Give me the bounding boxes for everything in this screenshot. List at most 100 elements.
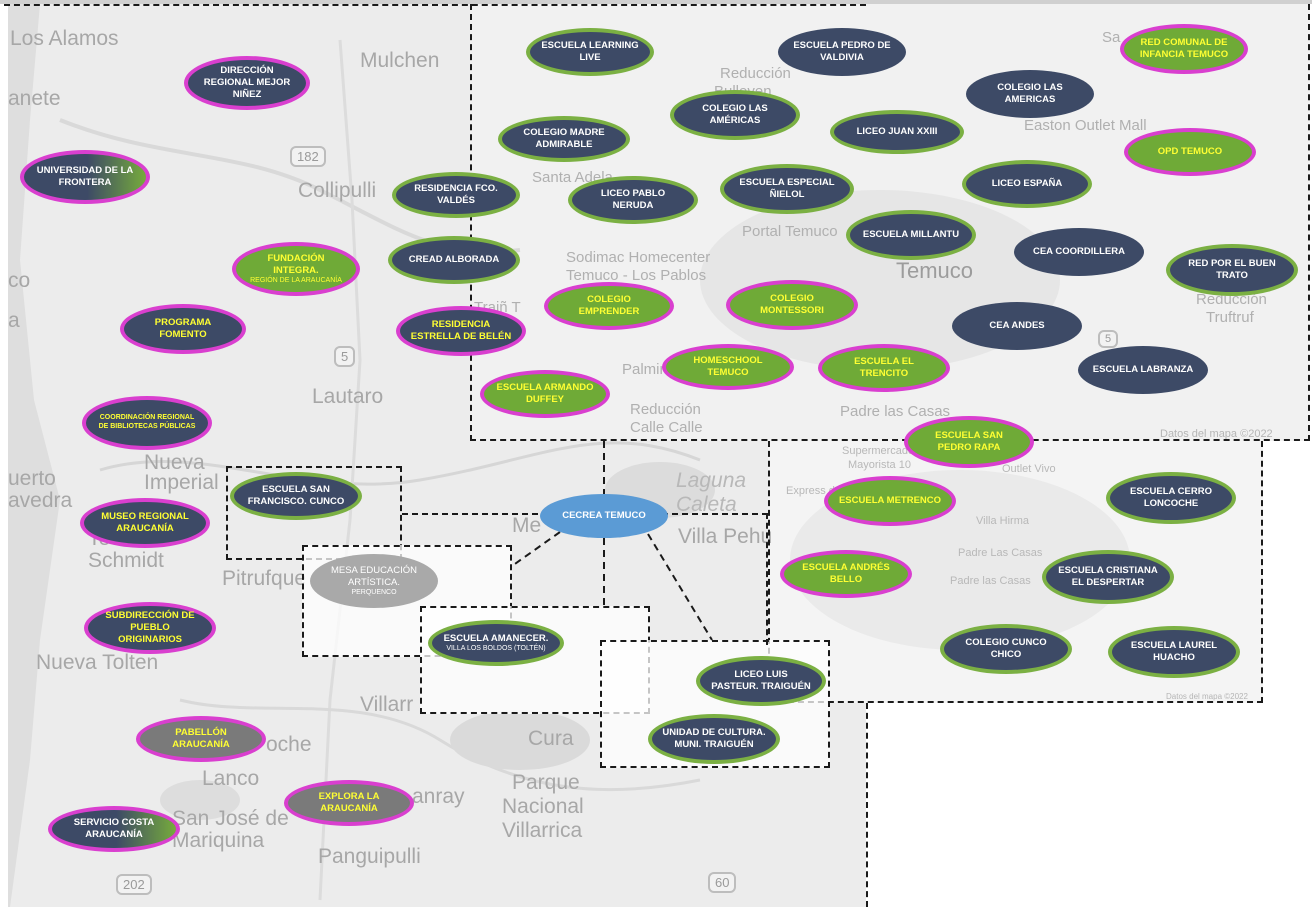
map-label: Padre Las Casas <box>958 547 1043 559</box>
padre-las-casas-zone <box>768 441 1263 703</box>
node-red-comunal-infancia[interactable]: Red comunal de infancia Temuco <box>1120 24 1248 74</box>
route-shield: 5 <box>1098 330 1119 348</box>
node-escuela-laurel-huacho[interactable]: Escuela laurel huacho <box>1108 626 1240 678</box>
map-attribution: Datos del mapa ©2022 <box>1166 692 1248 701</box>
node-colegio-americas-2[interactable]: Colegio las americas <box>966 70 1094 118</box>
map-label: oche <box>266 733 312 756</box>
node-escuela-san-francisco-cunco[interactable]: Escuela San Francisco. Cunco <box>230 472 362 520</box>
node-residencia-valdes[interactable]: Residencia Fco. Valdés <box>392 172 520 218</box>
map-label: Temuco <box>896 258 974 283</box>
node-liceo-juan-xxiii[interactable]: Liceo Juan XXIII <box>830 110 964 154</box>
node-colegio-americas[interactable]: Colegio las Américas <box>670 90 800 140</box>
map-label: Collipulli <box>298 179 377 202</box>
node-escuela-el-trencito[interactable]: Escuela el Trencito <box>818 344 950 392</box>
node-universidad-frontera[interactable]: Universidad de la frontera <box>20 150 150 204</box>
region-right-edge <box>866 703 868 907</box>
map-label: Temuco - Los Pablos <box>566 267 707 284</box>
node-direccion-regional[interactable]: Dirección regional mejor niñez <box>184 56 310 110</box>
map-label: Calle Calle <box>630 419 703 436</box>
node-cread-alborada[interactable]: Cread Alborada <box>388 236 520 284</box>
temuco-zone <box>470 4 1310 441</box>
node-escuela-cerro-loncoche[interactable]: Escuela Cerro Loncoche <box>1106 472 1236 524</box>
node-colegio-emprender[interactable]: Colegio emprender <box>544 282 674 330</box>
map-label: Lautaro <box>312 385 384 408</box>
node-colegio-montessori[interactable]: Colegio Montessori <box>726 280 858 330</box>
map-label: Nueva Tolten <box>36 651 159 674</box>
node-escuela-learning-live[interactable]: Escuela learning live <box>526 28 654 76</box>
map-label: Nueva <box>144 451 205 474</box>
map-label: Portal Temuco <box>742 223 838 240</box>
map-label: Me <box>512 514 542 537</box>
route-shield: 202 <box>116 874 152 895</box>
node-cea-coordillera[interactable]: CEA coordillera <box>1014 228 1144 276</box>
node-escuela-labranza[interactable]: Escuela labranza <box>1078 346 1208 394</box>
map-label: Padre las Casas <box>840 403 951 420</box>
map-label: Parque <box>512 771 580 794</box>
map-label: Pitrufque <box>222 567 307 590</box>
node-opd-temuco[interactable]: OPD Temuco <box>1124 128 1256 176</box>
node-fundacion-integra[interactable]: Fundación integra.Región de la Araucanía <box>232 242 360 296</box>
node-liceo-pablo-neruda[interactable]: Liceo Pablo Neruda <box>568 176 698 224</box>
map-label: Schmidt <box>88 549 164 572</box>
map-label: Panguipulli <box>318 845 421 868</box>
map-label: Lanco <box>202 767 260 790</box>
map-label: Padre las Casas <box>950 575 1031 587</box>
node-escuela-amanecer[interactable]: Escuela Amanecer.Villa Los Boldos (Tolté… <box>428 620 564 666</box>
map-label: uerto <box>8 467 56 490</box>
node-homeschool-temuco[interactable]: Homeschool Temuco <box>662 344 794 390</box>
map-label: Nacional <box>502 795 584 818</box>
map-label: co <box>8 269 31 292</box>
node-cea-andes[interactable]: CEA Andes <box>952 302 1082 350</box>
map-label: Mariquina <box>172 829 265 852</box>
node-museo-regional[interactable]: Museo regional Araucanía <box>80 498 210 548</box>
map-label: Los Alamos <box>10 27 119 50</box>
node-escuela-pedro-valdivia[interactable]: Escuela Pedro de Valdivia <box>778 28 906 76</box>
node-servicio-costa[interactable]: Servicio costa Araucanía <box>48 806 180 852</box>
map-label: Laguna <box>676 469 747 492</box>
node-escuela-millantu[interactable]: Escuela Millantu <box>846 210 976 260</box>
map-label: Mulchen <box>360 49 440 72</box>
node-escuela-san-pedro-rapa[interactable]: Escuela San Pedro Rapa <box>904 416 1034 468</box>
map-label: Villarrica <box>502 819 583 842</box>
node-liceo-luis-pasteur[interactable]: Liceo Luis Pasteur. Traiguén <box>696 656 826 706</box>
map-label: San José de <box>172 807 289 830</box>
map-label: avedra <box>8 489 73 512</box>
region-top-edge <box>4 4 866 907</box>
node-escuela-cristiana-despertar[interactable]: Escuela cristiana el despertar <box>1042 550 1174 604</box>
map-label: Easton Outlet Mall <box>1024 117 1147 134</box>
map-label: Sa <box>1102 29 1121 46</box>
route-shield: 60 <box>708 872 737 893</box>
map-label: Sodimac Homecenter <box>566 249 711 266</box>
map-label: Villarr <box>360 693 414 716</box>
node-mesa-educacion-artistica[interactable]: Mesa educación artística.Perquenco <box>310 554 438 608</box>
node-cecrea-temuco[interactable]: CECREA Temuco <box>540 494 668 538</box>
node-coordinacion-bibliotecas[interactable]: Coordinación regional de bibliotecas púb… <box>82 396 212 450</box>
map-label: Truftruf <box>1206 309 1254 326</box>
map-label: Express de <box>786 485 842 497</box>
map-label: Reducción <box>630 401 701 418</box>
node-residencia-estrella-belen[interactable]: Residencia Estrella de Belén <box>396 306 526 356</box>
map-label: Reducción <box>720 65 791 82</box>
map-label: Reducción <box>1196 291 1267 308</box>
node-unidad-cultura-traiguen[interactable]: Unidad de cultura. Muni. Traiguén <box>648 714 780 764</box>
node-liceo-espana[interactable]: Liceo España <box>962 160 1092 208</box>
map-label: Villa Hirma <box>976 515 1029 527</box>
node-escuela-armando-duffey[interactable]: Escuela Armando Duffey <box>480 370 610 418</box>
map-label: Imperial <box>144 471 219 494</box>
node-pabellon-araucania[interactable]: Pabellón Araucanía <box>136 716 266 762</box>
map-label: anray <box>412 785 465 808</box>
node-explora-araucania[interactable]: Explora la Araucanía <box>284 780 414 826</box>
map-label: Caleta <box>676 493 737 516</box>
map-label: Mayorista 10 <box>848 459 911 471</box>
node-colegio-cunco-chico[interactable]: Colegio Cunco chico <box>940 624 1072 674</box>
node-escuela-especial-nielol[interactable]: Escuela especial Ñielol <box>720 164 854 214</box>
route-shield: 5 <box>334 346 356 367</box>
node-colegio-madre-admirable[interactable]: Colegio madre admirable <box>498 116 630 162</box>
node-escuela-metrenco[interactable]: Escuela Metrenco <box>824 476 956 526</box>
map-label: Cura <box>528 727 574 750</box>
node-escuela-andres-bello[interactable]: Escuela Andrés Bello <box>780 550 912 598</box>
node-subdireccion-pueblos[interactable]: Subdirección de pueblo originarios <box>84 602 216 654</box>
node-red-buen-trato[interactable]: Red por el buen trato <box>1166 244 1298 296</box>
node-programa-fomento[interactable]: Programa fomento <box>120 304 246 354</box>
